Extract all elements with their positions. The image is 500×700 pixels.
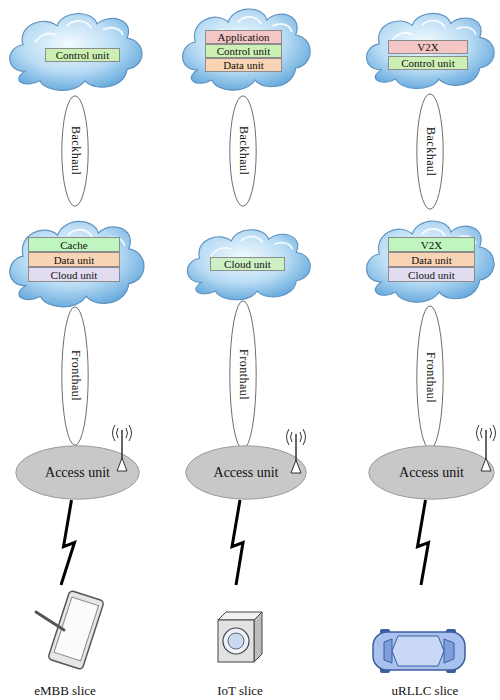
ellipse-shape <box>417 94 443 209</box>
access-label: Access unit <box>45 465 110 481</box>
ellipse-shape <box>230 96 256 206</box>
link-label: Backhaul <box>68 126 83 175</box>
unit-box: V2X <box>388 40 468 54</box>
car-roof <box>392 636 444 666</box>
unit-label: Control unit <box>56 49 109 61</box>
car-windshield <box>444 639 454 663</box>
unit-label: Cache <box>60 239 87 251</box>
unit-box: Cloud unit <box>388 267 475 282</box>
ellipse-shape <box>417 306 443 449</box>
car-rear-window <box>384 639 392 663</box>
ellipse-shape <box>62 96 88 206</box>
camera-lens-inner <box>228 633 244 649</box>
link-ellipse: Fronthaul <box>416 305 444 450</box>
access-label: Access unit <box>214 465 279 481</box>
link-label: Fronthaul <box>68 350 83 401</box>
cloud-shape <box>10 14 142 91</box>
link-label: Backhaul <box>236 126 251 175</box>
cloud-shape <box>367 221 495 302</box>
ellipse-shape <box>369 446 494 499</box>
slice-label: eMBB slice <box>34 683 96 698</box>
unit-label: Control unit <box>401 57 454 69</box>
camera-icon <box>218 612 262 662</box>
car-body <box>373 632 465 670</box>
unit-box: V2X <box>388 237 475 252</box>
ellipse-shape <box>230 301 256 449</box>
camera-side <box>254 612 262 662</box>
car-wheel <box>380 667 390 673</box>
connector-layer <box>61 500 429 585</box>
unit-label: Cloud unit <box>408 269 455 281</box>
camera-front <box>218 620 254 662</box>
antenna-waves <box>477 425 496 441</box>
tablet-screen <box>54 597 99 661</box>
slice-label: IoT slice <box>217 683 263 698</box>
lightning-connector <box>418 500 429 585</box>
stylus <box>36 612 64 630</box>
link-ellipse: Backhaul <box>229 95 257 207</box>
link-ellipse: Fronthaul <box>61 306 89 446</box>
antenna-waves <box>113 425 132 441</box>
ellipse-shape <box>186 446 306 499</box>
antenna-waves <box>287 429 306 445</box>
link-ellipse: Backhaul <box>61 95 89 207</box>
access-ellipse: Access unit <box>185 445 307 500</box>
tablet-icon <box>36 590 104 670</box>
unit-box: Application <box>205 30 282 44</box>
lightning-connector <box>61 500 75 585</box>
unit-label: Data unit <box>223 59 264 71</box>
lightning-connector <box>232 500 243 585</box>
link-label: Fronthaul <box>236 349 251 400</box>
ellipse-shape <box>16 446 139 499</box>
unit-label: Data unit <box>411 254 452 266</box>
cloud-shape <box>187 230 310 300</box>
unit-label: Cloud unit <box>224 258 271 270</box>
cloud-shape <box>367 13 495 88</box>
access-label: Access unit <box>399 465 464 481</box>
link-label: Fronthaul <box>423 352 438 403</box>
unit-box: Data unit <box>205 58 282 72</box>
car-wheel <box>446 629 456 635</box>
car-wheel <box>446 667 456 673</box>
camera-top <box>218 612 262 620</box>
unit-box: Control unit <box>205 44 282 58</box>
unit-box: Cloud unit <box>210 257 285 271</box>
unit-box: Data unit <box>388 252 475 267</box>
tablet-body <box>48 590 104 670</box>
access-ellipse: Access unit <box>15 445 140 500</box>
unit-box: Control unit <box>388 56 468 70</box>
link-ellipse: Backhaul <box>416 93 444 210</box>
unit-label: V2X <box>417 41 438 53</box>
unit-label: Application <box>218 31 270 43</box>
car-icon <box>373 629 465 673</box>
car-wheel <box>380 629 390 635</box>
unit-label: Cloud unit <box>51 269 98 281</box>
unit-box: Data unit <box>28 252 120 267</box>
cloud-shape <box>183 9 311 90</box>
device-node: IoT slice <box>195 585 285 698</box>
ellipse-shape <box>62 307 88 445</box>
unit-box: Control unit <box>45 48 120 62</box>
unit-label: Data unit <box>54 254 95 266</box>
link-label: Backhaul <box>423 127 438 176</box>
unit-label: Control unit <box>217 45 270 57</box>
unit-box: Cloud unit <box>28 267 120 282</box>
unit-box: Cache <box>28 237 120 252</box>
access-ellipse: Access unit <box>368 445 495 500</box>
slice-label: uRLLC slice <box>392 683 459 698</box>
unit-label: V2X <box>421 239 442 251</box>
cloud-shape <box>10 221 144 306</box>
camera-lens <box>223 628 249 654</box>
link-ellipse: Fronthaul <box>229 300 257 450</box>
device-node: eMBB slice <box>20 585 110 698</box>
device-node: uRLLC slice <box>375 585 475 698</box>
